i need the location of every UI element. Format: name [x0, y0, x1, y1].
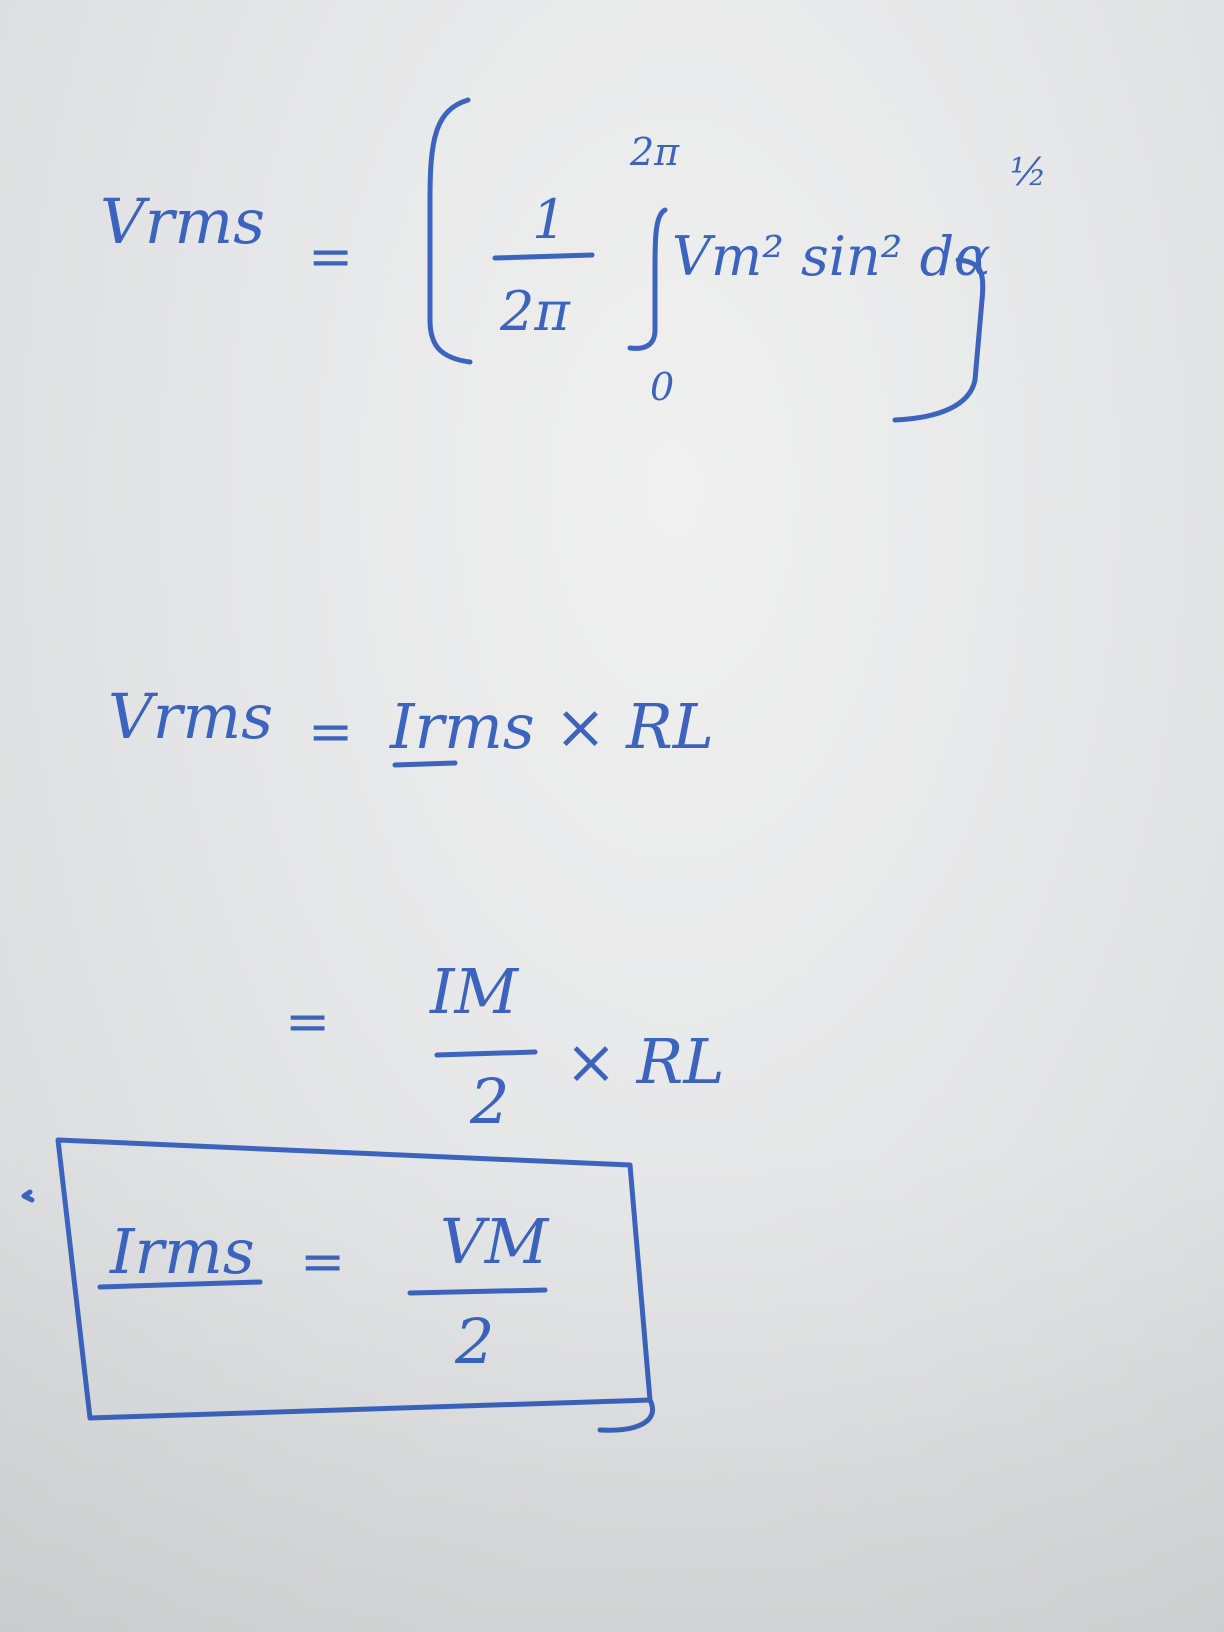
eq1-lower-limit: 0 [650, 365, 675, 409]
integral-sign [627, 207, 668, 351]
eq1-integrand: Vm² sin² dα [672, 225, 991, 288]
irms-bar-eq2 [392, 760, 458, 768]
fraction-bar-result [407, 1287, 548, 1296]
right-bracket [892, 257, 986, 423]
eq3-denominator: 2 [470, 1065, 510, 1138]
eq1-exponent: ½ [1010, 150, 1047, 194]
eq3-equals: = [285, 990, 331, 1053]
irms-bar-result [97, 1279, 263, 1290]
fraction-bar-1 [492, 252, 595, 261]
result-lhs: Irms [110, 1215, 255, 1288]
eq2-rhs: Irms × RL [390, 690, 714, 763]
left-tick [21, 1189, 35, 1203]
eq1-numerator: 1 [532, 188, 567, 251]
eq2-equals: = [308, 700, 354, 763]
eq2-lhs: Vrms [108, 680, 274, 753]
eq1-equals: = [308, 225, 354, 288]
result-box-tail [597, 1397, 655, 1433]
eq1-upper-limit: 2π [630, 130, 680, 174]
fraction-bar-3 [434, 1049, 538, 1058]
eq1-lhs: Vrms [100, 185, 266, 258]
result-numerator: VM [440, 1205, 549, 1278]
eq3-numerator: IM [430, 955, 518, 1028]
eq3-times-rl: × RL [565, 1025, 725, 1098]
result-equals: = [300, 1230, 346, 1293]
left-bracket [427, 97, 473, 365]
eq1-denominator: 2π [500, 280, 570, 343]
result-denominator: 2 [455, 1305, 495, 1378]
